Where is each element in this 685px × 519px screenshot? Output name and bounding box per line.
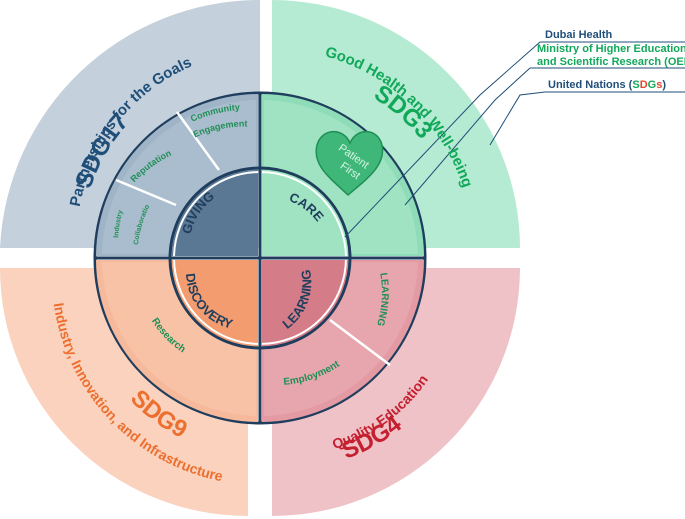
legend-ministry-line1: Ministry of Higher Education (537, 43, 685, 55)
legend-ministry-line2: and Scientific Research (OEF) (537, 56, 685, 68)
giving-divider-1 (175, 111, 221, 171)
legend-dubai-health: Dubai Health (545, 29, 613, 41)
giving-inner-segments (102, 100, 256, 254)
connector-ministry (404, 67, 531, 206)
connector-un (489, 91, 546, 146)
connector-dubai-health (344, 41, 541, 238)
care-core (262, 170, 348, 256)
learning-core (262, 260, 348, 346)
learning-divider (329, 319, 391, 366)
giving-divider-2 (115, 178, 177, 207)
legend-united-nations: United Nations (SDGs) (548, 79, 666, 91)
patient-first-heart (315, 130, 384, 197)
discovery-inner-area (102, 262, 256, 416)
discovery-core (172, 260, 258, 346)
learning-inner-area (264, 262, 418, 416)
industry-label: Industry (113, 209, 124, 238)
giving-core (172, 170, 258, 256)
